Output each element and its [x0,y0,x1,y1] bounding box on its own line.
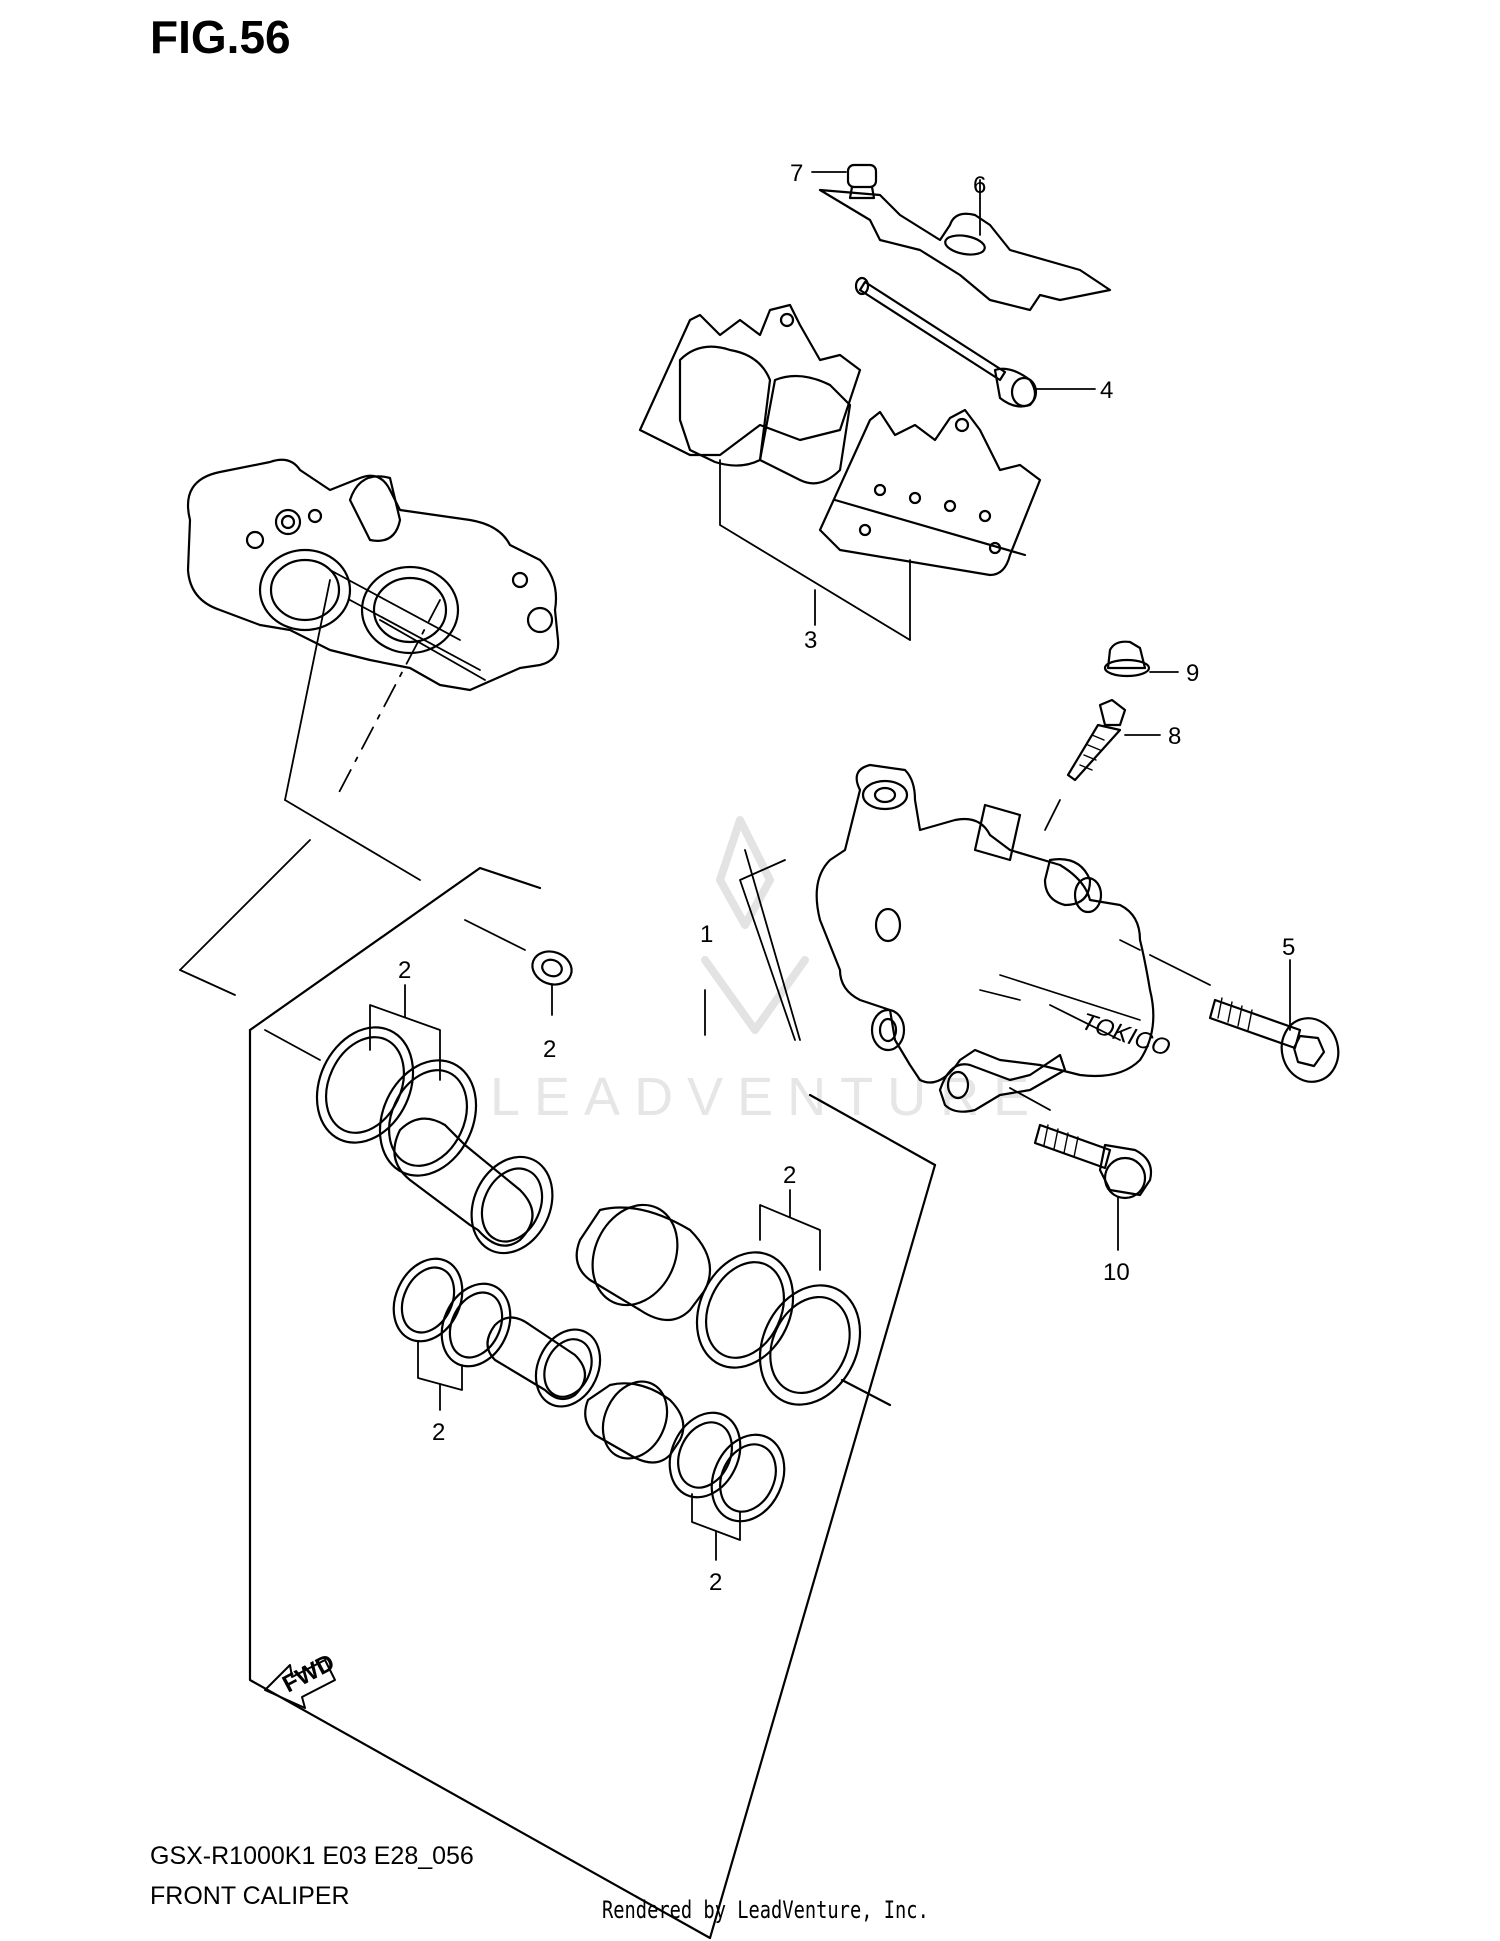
leader-lines-left [179,569,526,1061]
pad-cover-bolt [811,163,878,200]
bleeder-cap [1103,640,1179,678]
callout-brackets [369,984,821,1561]
caliper-right-assembled: TOKICO [815,763,1174,1113]
pad-bracket-3 [719,459,911,641]
callout-1: 1 [700,921,713,948]
brake-pad-rear [818,408,1042,577]
callout-6: 6 [973,172,986,199]
piston-seal-upper-left [315,1026,478,1177]
pad-pin [854,276,1096,408]
fwd-label: FWD [278,1649,339,1698]
callout-5: 5 [1282,934,1295,961]
caliper-mounting-bolt-10 [1033,1123,1153,1251]
watermark: LEADVENTURE [490,816,1043,1127]
callout-7: 7 [790,160,803,187]
callout-10: 10 [1103,1259,1130,1286]
callout-3: 3 [804,627,817,654]
pad-spring-cover [818,179,1112,312]
section-name: FRONT CALIPER [150,1882,350,1910]
piston-small-2 [584,1380,685,1464]
callout-2-lower-left: 2 [432,1419,445,1446]
piston-seal-small-right [668,1411,786,1523]
bleeder-screw [1066,698,1161,782]
callout-2-lower-right: 2 [709,1569,722,1596]
leader-lines-right [739,799,1211,1111]
rendered-by-credit: Rendered by LeadVenture, Inc. [602,1896,929,1924]
washer-seal [531,950,573,986]
piston-seal-small-left [392,1257,512,1368]
callout-8: 8 [1168,723,1181,750]
callout-2-washer: 2 [543,1036,556,1063]
seal-kit-boundary [248,866,937,1940]
piston-seal-right [695,1251,892,1407]
callout-2-right: 2 [783,1162,796,1189]
model-code: GSX-R1000K1 E03 E28_056 [150,1842,474,1870]
callout-9: 9 [1186,660,1199,687]
figure-title: FIG.56 [150,11,291,63]
caliper-left-half [186,458,560,692]
callout-4: 4 [1100,377,1113,404]
piston-small-1 [486,1316,602,1408]
brake-pad-front [638,303,862,485]
callout-labels: 1 2 2 2 2 2 3 4 5 6 7 8 9 10 [398,160,1295,1596]
forward-arrow: FWD [264,1649,339,1709]
piston-large-2 [575,1203,712,1322]
callout-2-upper-left: 2 [398,957,411,984]
caliper-mounting-bolt-5 [1208,959,1340,1083]
watermark-text: LEADVENTURE [490,1067,1043,1127]
piston-large-1 [393,1117,554,1255]
